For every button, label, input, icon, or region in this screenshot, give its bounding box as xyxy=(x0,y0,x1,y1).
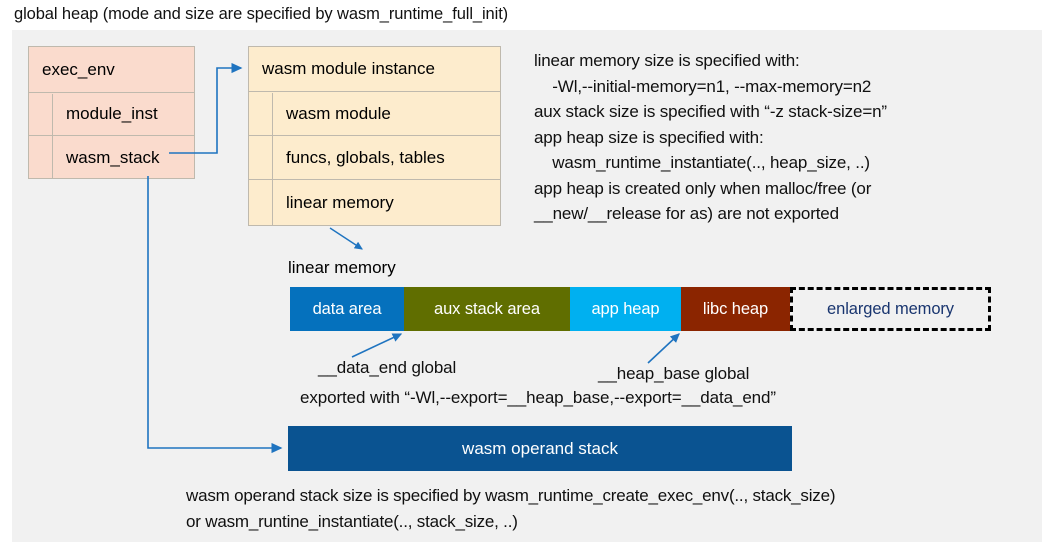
module-instance-header: wasm module instance xyxy=(249,47,500,92)
memory-segment-app-heap: app heap xyxy=(570,287,681,331)
module-instance-field-linear-memory: linear memory xyxy=(286,192,394,212)
exec-env-field-module-inst: module_inst xyxy=(29,93,194,136)
wasm-module-instance-box: wasm module instance wasm module funcs, … xyxy=(248,46,501,226)
memory-segment-libc-heap: libc heap xyxy=(681,287,790,331)
linear-memory-bar-label: linear memory xyxy=(288,258,396,277)
module-instance-field-wasm-module: wasm module xyxy=(249,92,500,136)
operand-stack-note: wasm operand stack size is specified by … xyxy=(186,486,836,531)
exec-env-gutter xyxy=(29,94,53,179)
exec-env-header: exec_env xyxy=(29,47,194,93)
memory-segment-aux-stack-area: aux stack area xyxy=(404,287,570,331)
wasm-operand-stack-box: wasm operand stack xyxy=(288,426,792,471)
module-instance-field-funcs-globals-tables: funcs, globals, tables xyxy=(249,136,500,180)
memory-segment-enlarged-memory: enlarged memory xyxy=(790,287,991,331)
module-instance-gutter xyxy=(249,93,273,226)
annotation-data-end: __data_end global xyxy=(318,358,457,377)
linear-memory-notes: linear memory size is specified with: -W… xyxy=(534,51,887,223)
exec-env-box: exec_env module_inst wasm_stack xyxy=(28,46,195,179)
annotation-heap-base: __heap_base global xyxy=(598,364,750,383)
annotation-exported-with: exported with “-Wl,--export=__heap_base,… xyxy=(300,388,776,407)
page-title: global heap (mode and size are specified… xyxy=(14,5,509,23)
memory-segment-data-area: data area xyxy=(290,287,404,331)
exec-env-field-wasm-stack: wasm_stack xyxy=(66,147,160,167)
